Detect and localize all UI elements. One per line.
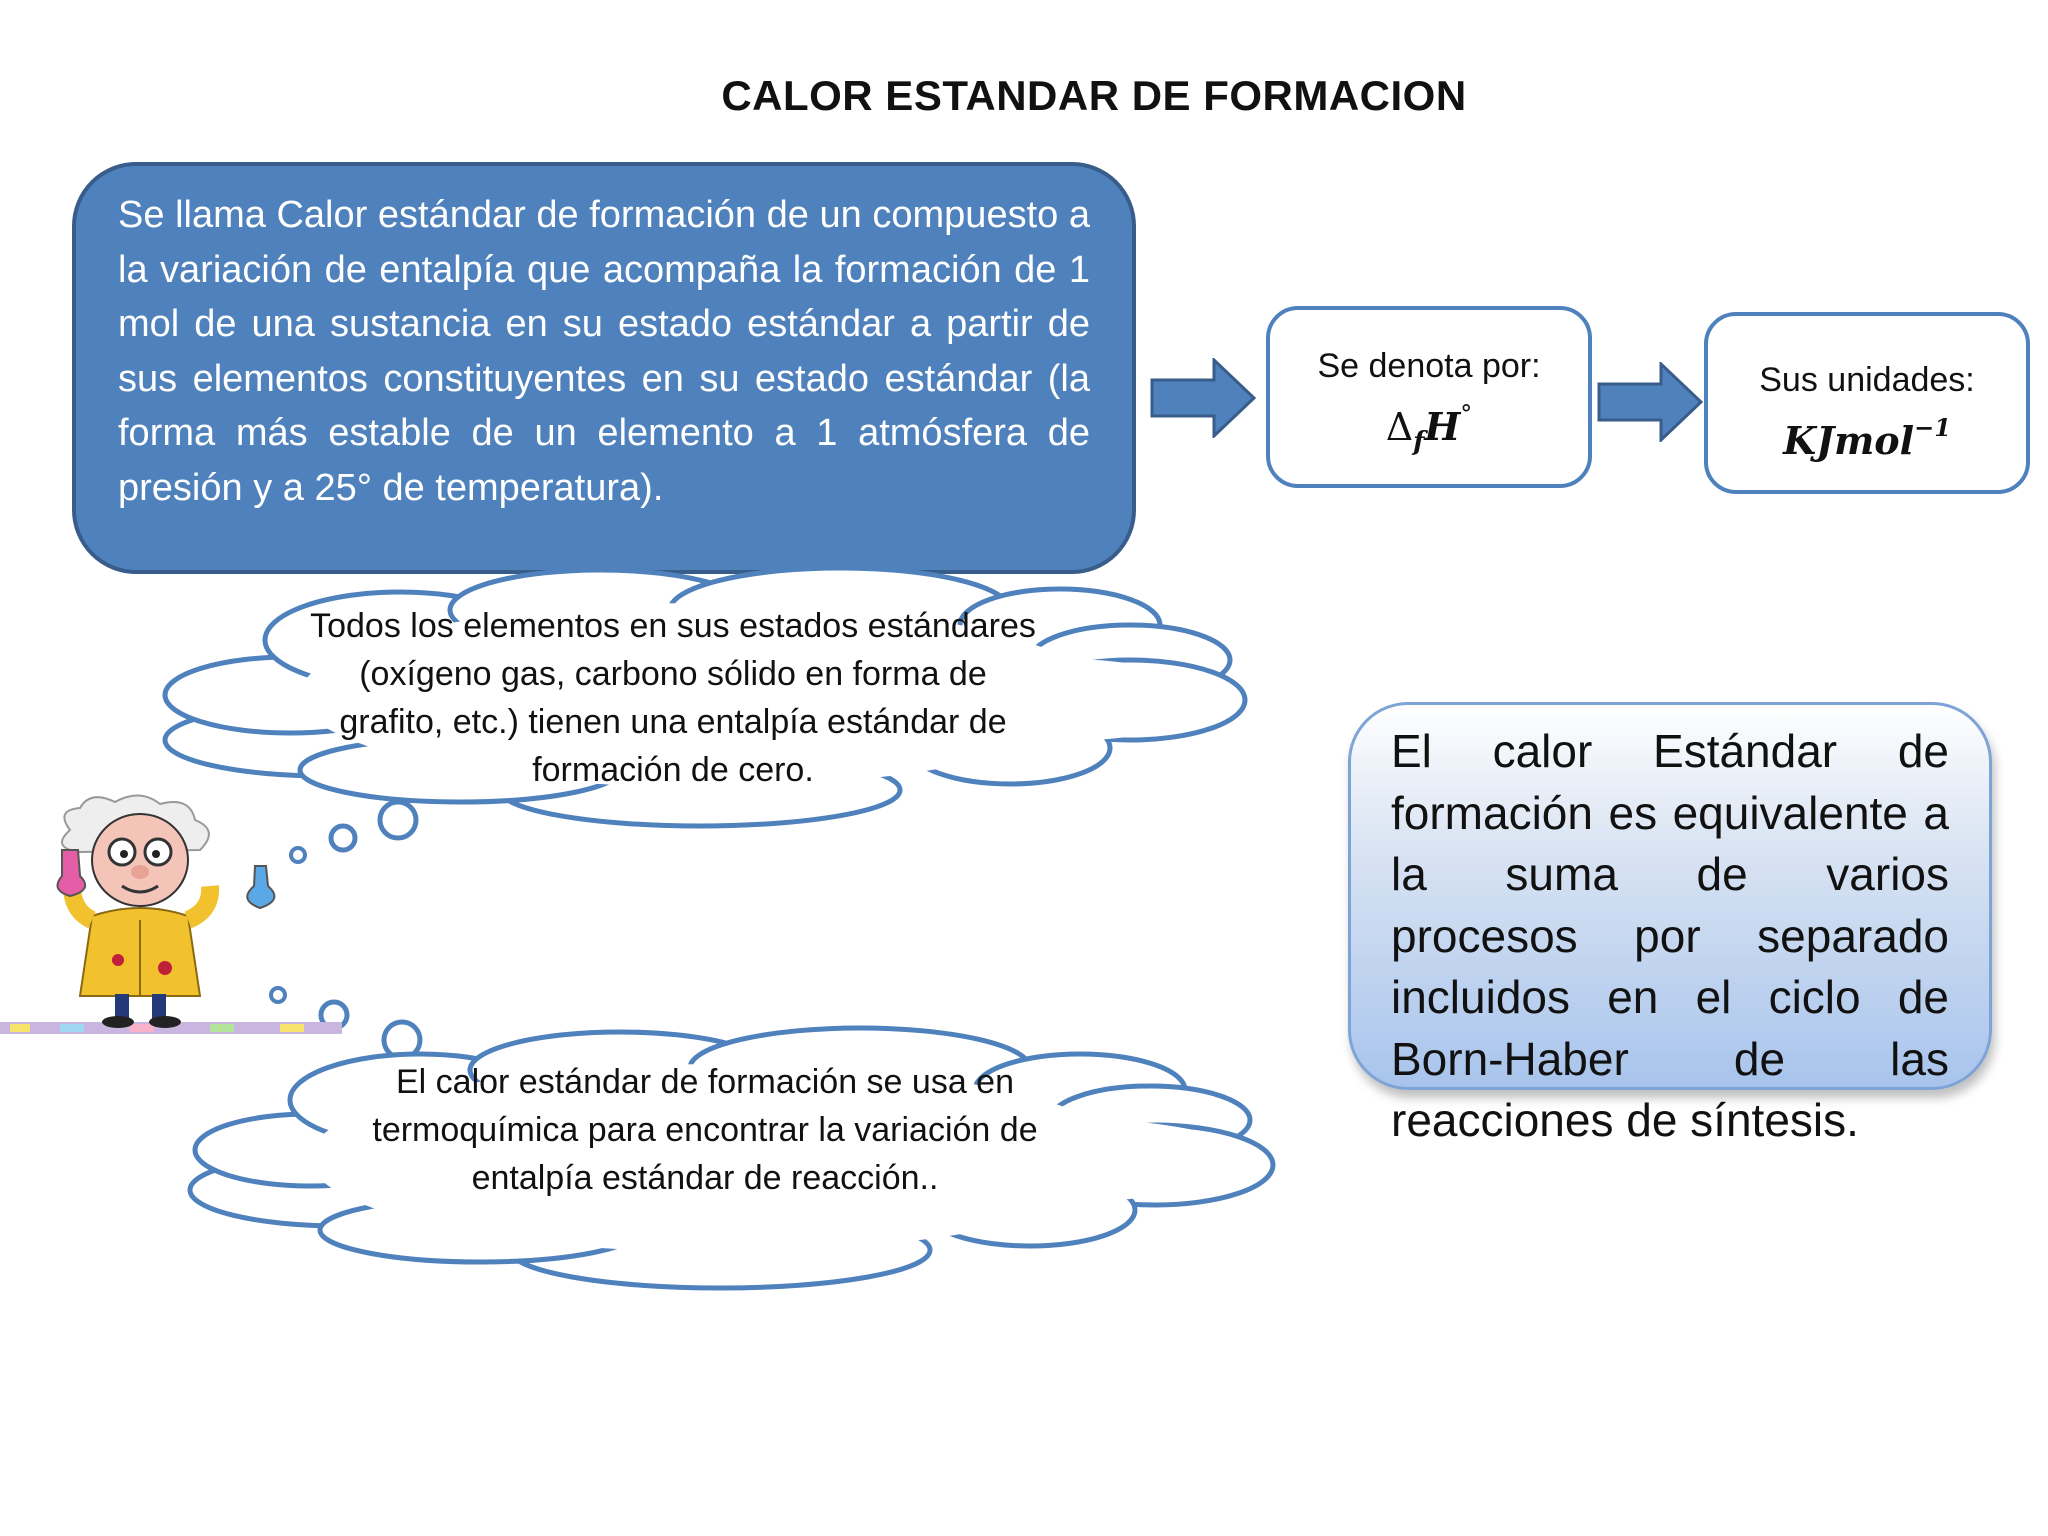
units-exponent: −1 bbox=[1914, 413, 1951, 442]
thought-bubble-icon bbox=[289, 846, 307, 864]
right-arrow-icon bbox=[1150, 358, 1257, 438]
scientist-illustration bbox=[0, 794, 342, 1034]
units-formula: KJmol−1 bbox=[1708, 404, 2026, 465]
thought-bubble-icon bbox=[377, 799, 419, 841]
born-haber-text: El calor Estándar de formación es equiva… bbox=[1391, 725, 1949, 1146]
cloud-2 bbox=[187, 1025, 1276, 1291]
units-label: Sus unidades: bbox=[1759, 361, 1975, 399]
definition-text: Se llama Calor estándar de formación de … bbox=[118, 194, 1090, 509]
units-box: Sus unidades: KJmol−1 bbox=[1704, 312, 2030, 494]
definition-box: Se llama Calor estándar de formación de … bbox=[72, 162, 1136, 574]
cloud-2-text: El calor estándar de formación se usa en… bbox=[372, 1063, 1038, 1197]
born-haber-box: El calor Estándar de formación es equiva… bbox=[1348, 702, 1992, 1146]
slide-title: CALOR ESTANDAR DE FORMACION bbox=[0, 72, 2048, 120]
degree-symbol: ° bbox=[1460, 400, 1473, 428]
cloud-1-text: Todos los elementos en sus estados están… bbox=[310, 607, 1036, 789]
notation-box: Se denota por: ΔfH° bbox=[1266, 306, 1592, 488]
units-base: KJmol bbox=[1783, 418, 1915, 463]
notation-formula: ΔfH° bbox=[1270, 390, 1588, 466]
slide-title-text: CALOR ESTANDAR DE FORMACION bbox=[721, 72, 1467, 119]
thought-bubble-icon bbox=[328, 823, 358, 853]
notation-label: Se denota por: bbox=[1317, 347, 1541, 385]
right-arrow-icon bbox=[1597, 362, 1704, 442]
cloud-1 bbox=[162, 565, 1248, 829]
delta-symbol: Δ bbox=[1385, 405, 1414, 449]
subscript-f: f bbox=[1413, 427, 1425, 457]
thought-bubble-icon bbox=[269, 986, 287, 1004]
enthalpy-symbol: H bbox=[1424, 404, 1461, 449]
